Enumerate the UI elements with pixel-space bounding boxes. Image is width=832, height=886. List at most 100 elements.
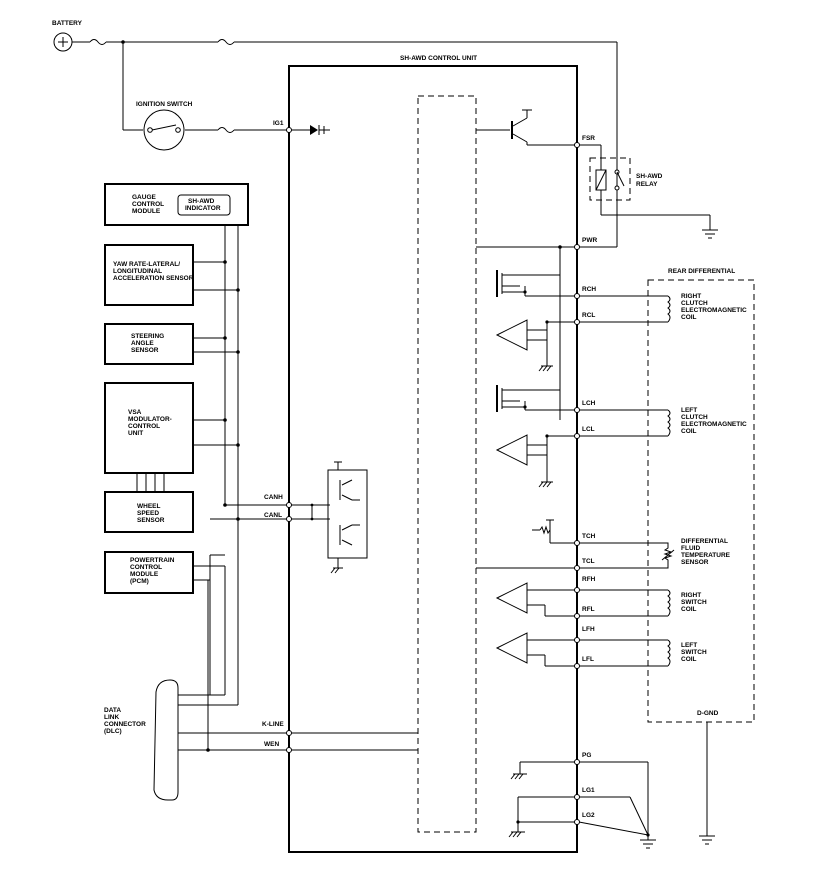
pin-tch: TCH [582,533,596,540]
pcm-label-2: CONTROL [130,564,162,571]
sh-awd-indicator-box [177,194,231,216]
ground-pg-icon [510,773,527,780]
left-clutch-label-2: CLUTCH [681,414,708,421]
steering-label-2: ANGLE [131,340,154,347]
left-switch-label-1: LEFT [681,642,697,649]
ground-relay-icon [702,229,718,239]
ground-rcl-icon [538,365,553,372]
temp-sensor-thermistor-icon [650,542,673,569]
rear-diff-label: REAR DIFFERENTIAL [668,268,735,275]
left-clutch-amp [495,434,528,466]
left-clutch-label-3: ELECTROMAGNETIC [681,421,747,428]
right-clutch-coil-icon [650,295,671,323]
left-clutch-label-1: LEFT [681,407,697,414]
pin-wen: WEN [264,741,279,748]
ground-lg-icon [508,831,525,838]
control-unit-label: SH-AWD CONTROL UNIT [400,55,477,62]
can-transceiver-symbols [330,461,360,574]
wheel-label-2: SPEED [137,510,159,517]
right-clutch-label-3: ELECTROMAGNETIC [681,307,747,314]
dlc-label-3: CONNECTOR [104,721,146,728]
pcm-label-3: MODULE [130,571,159,578]
pin-kline: K-LINE [262,721,284,728]
dlc-label-1: DATA [104,707,121,714]
pin-lcl: LCL [582,426,595,433]
indicator-label-2: INDICATOR [185,205,221,212]
steering-label-3: SENSOR [131,347,159,354]
steering-angle-sensor-box [104,323,194,365]
yaw-label-3: ACCELERATION SENSOR [113,275,194,282]
ground-lcl-icon [538,481,553,488]
pin-lfl: LFL [582,656,594,663]
pin-lg1: LG1 [582,787,595,794]
wheel-speed-sensor-box [104,491,194,533]
right-clutch-label-2: CLUTCH [681,300,708,307]
pcm-label-1: POWERTRAIN [130,557,175,564]
right-switch-amp [495,582,528,614]
gauge-label-1: GAUGE [132,194,157,201]
pin-fsr: FSR [582,135,595,142]
temp-sensor-label-2: FLUID [681,545,700,552]
gauge-control-module-box [104,183,249,226]
left-switch-label-2: SWITCH [681,649,707,656]
pin-tcl: TCL [582,558,595,565]
right-clutch-label-1: RIGHT [681,293,701,300]
tch-pullup-resistor [539,525,551,535]
indicator-label-1: SH-AWD [188,198,215,205]
pin-pwr: PWR [582,237,597,244]
wheel-label-1: WHEEL [137,503,161,510]
dlc-connector-icon [153,679,179,801]
pin-canl: CANL [264,512,282,519]
battery-symbol [53,32,73,52]
ignition-switch-symbol [143,109,185,151]
relay-contact [614,169,625,191]
left-switch-amp [495,632,528,664]
relay-label-2: RELAY [636,181,658,188]
dlc-label-2: LINK [104,714,119,721]
gauge-label-2: CONTROL [132,201,164,208]
ground-chassis-icon [640,839,656,849]
sh-awd-relay-box [589,157,631,201]
relay-label-1: SH-AWD [636,173,663,180]
steering-label-1: STEERING [131,333,164,340]
left-clutch-label-4: COIL [681,428,697,435]
wheel-label-3: SENSOR [137,517,165,524]
pcm-label-4: (PCM) [130,578,149,585]
d-gnd-label: D-GND [697,710,719,717]
pin-pg: PG [582,752,591,759]
can-transceiver-box [327,469,368,559]
right-clutch-amp [495,319,528,351]
pin-ig1: IG1 [273,120,284,127]
pin-lg2: LG2 [582,812,595,819]
fuse-relay [217,39,235,45]
pcm-box [104,551,194,594]
pin-lch: LCH [582,400,596,407]
pin-canh: CANH [264,494,283,501]
rear-differential-box [647,279,755,723]
yaw-label-1: YAW RATE-LATERAL/ [113,261,180,268]
diode-symbol [310,125,320,135]
right-clutch-mosfet [496,270,546,297]
left-clutch-mosfet [496,385,546,412]
right-switch-label-2: SWITCH [681,599,707,606]
gauge-label-3: MODULE [132,208,161,215]
vsa-label-1: VSA [128,409,142,416]
right-switch-label-3: COIL [681,606,697,613]
left-clutch-coil-icon [650,409,671,437]
right-switch-label-1: RIGHT [681,592,701,599]
dlc-label-4: (DLC) [104,728,122,735]
temp-sensor-label-1: DIFFERENTIAL [681,538,728,545]
left-switch-coil-icon [650,639,671,667]
yaw-rate-sensor-box [104,244,194,306]
pin-rch: RCH [582,286,596,293]
fuse-ig1 [217,127,235,133]
pin-lfh: LFH [582,626,595,633]
ground-dgnd-icon [699,835,715,845]
sh-awd-control-unit-box [288,65,578,853]
fuse-main [89,39,107,45]
relay-coil [595,169,607,191]
fsr-transistor [476,109,577,146]
pin-rfl: RFL [582,606,595,613]
vsa-label-3: CONTROL [128,423,160,430]
